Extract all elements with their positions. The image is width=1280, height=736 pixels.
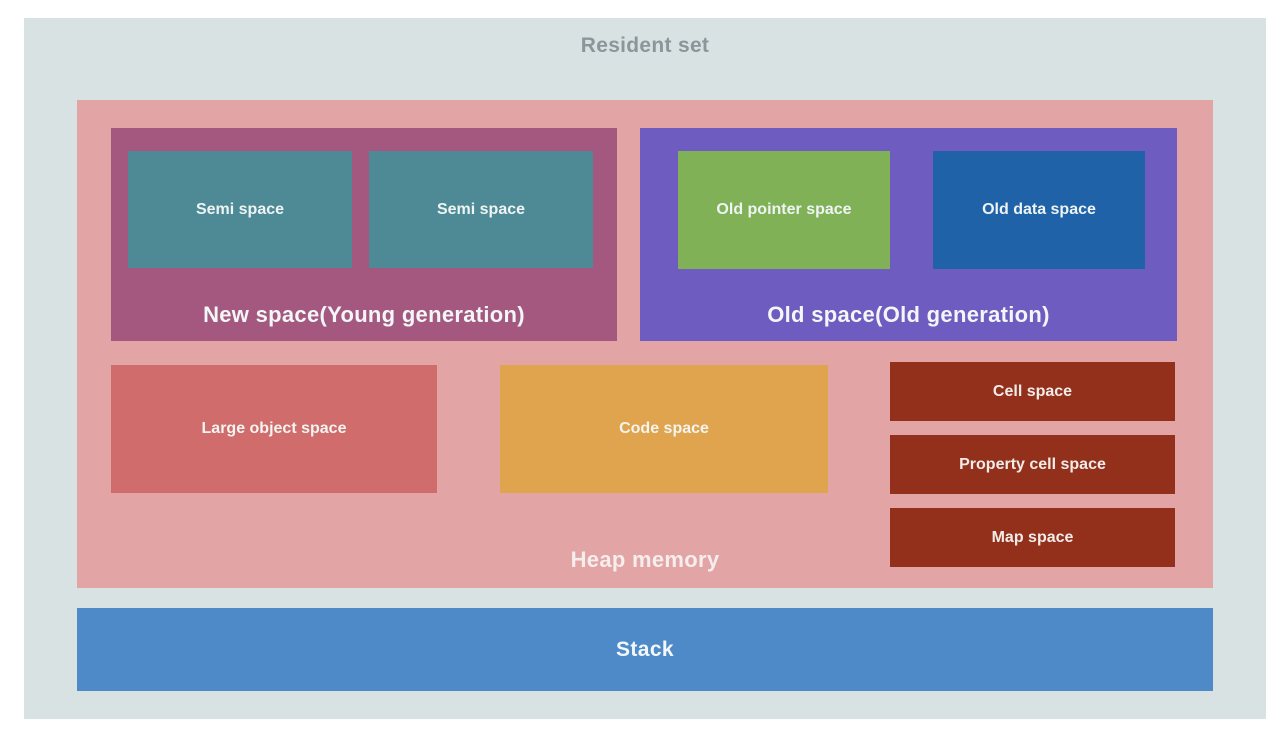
new-space-box: Semi space Semi space New space(Young ge… <box>111 128 617 341</box>
resident-set-container: Resident set Semi space Semi space New s… <box>24 18 1266 719</box>
old-space-box: Old pointer space Old data space Old spa… <box>640 128 1177 341</box>
code-space-box: Code space <box>500 365 828 493</box>
stack-box: Stack <box>77 608 1213 691</box>
semi-space-box-1: Semi space <box>128 151 352 268</box>
old-data-space-box: Old data space <box>933 151 1145 269</box>
semi-space-box-2: Semi space <box>369 151 593 268</box>
old-pointer-space-box: Old pointer space <box>678 151 890 269</box>
heap-memory-container: Semi space Semi space New space(Young ge… <box>77 100 1213 588</box>
property-cell-space-box: Property cell space <box>890 435 1175 494</box>
cell-space-box: Cell space <box>890 362 1175 421</box>
heap-memory-label: Heap memory <box>570 547 720 572</box>
old-space-label: Old space(Old generation) <box>767 302 1050 327</box>
new-space-label: New space(Young generation) <box>203 302 525 327</box>
map-space-box: Map space <box>890 508 1175 567</box>
large-object-space-box: Large object space <box>111 365 437 493</box>
resident-set-title: Resident set <box>580 34 710 57</box>
